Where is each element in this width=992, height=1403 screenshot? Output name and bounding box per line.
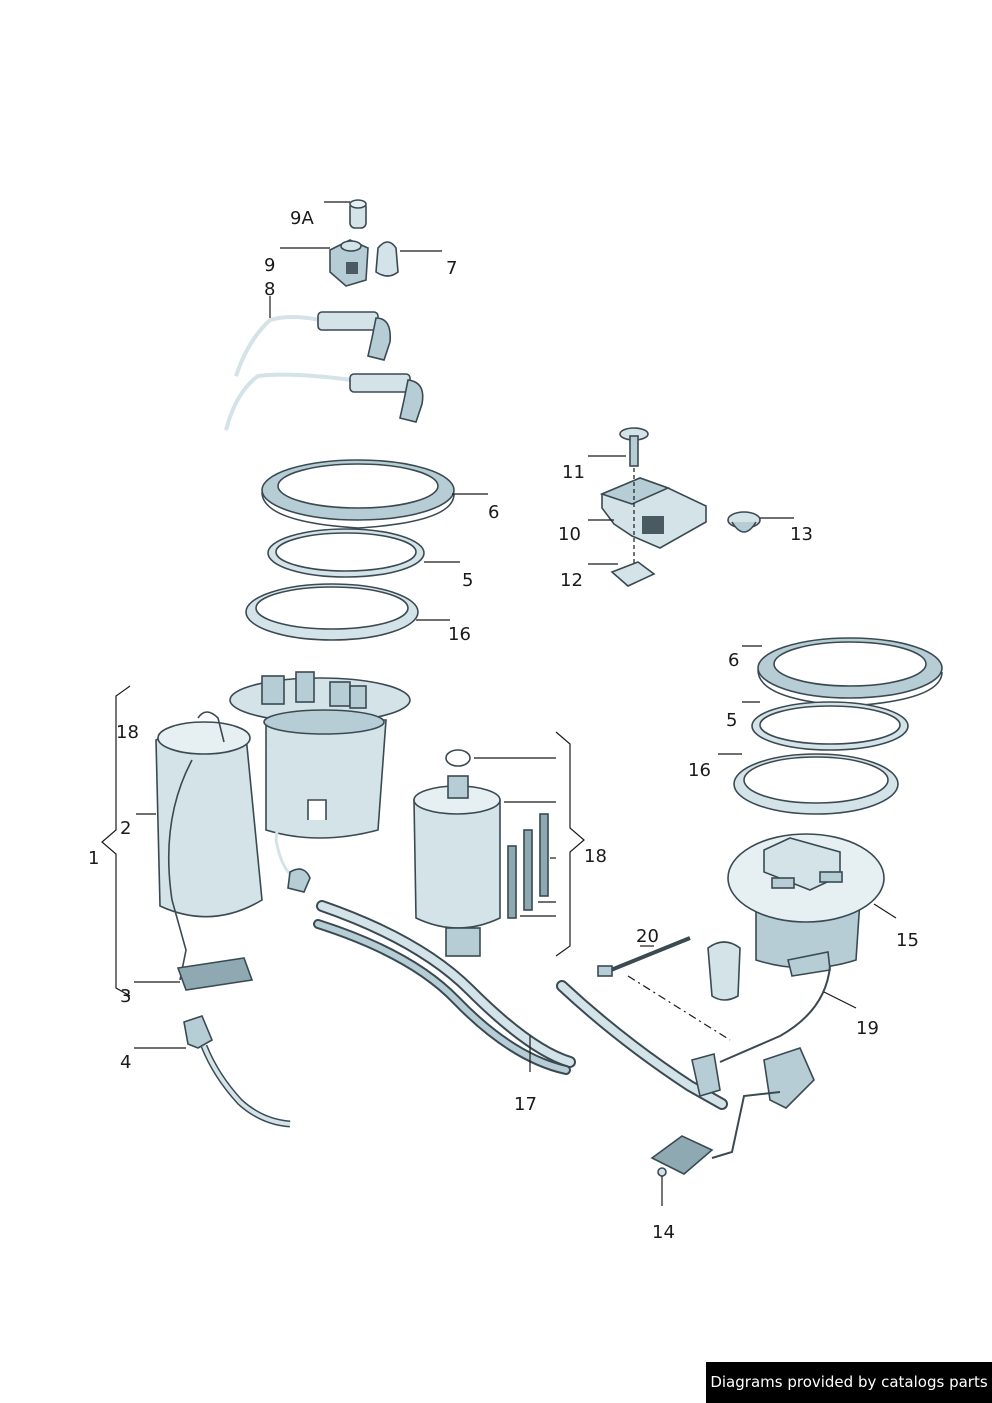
part-8-hoses [224,311,424,431]
label-20: 20 [636,926,659,947]
label-9: 9 [264,255,275,276]
label-6-right: 6 [728,650,739,671]
part-6-locking-ring-right [757,637,943,707]
part-1-fuel-pump-module [155,671,411,991]
part-6-locking-ring-left [261,459,455,529]
label-9a: 9A [290,208,314,229]
label-6-left: 6 [488,502,499,523]
part-20-cable-tie [597,936,731,1041]
label-16-right: 16 [688,760,711,781]
label-15: 15 [896,930,919,951]
leader-lines [101,201,897,1206]
part-10-control-unit [599,468,707,570]
part-19-wire [556,965,831,1110]
part-7-cap [375,241,399,277]
label-2: 2 [120,818,131,839]
part-4-harness [183,1015,291,1128]
part-9-valve [329,239,369,287]
credit-banner: Diagrams provided by catalogs parts [706,1362,992,1403]
part-16-ring-right [733,753,899,815]
part-11-bolt [619,427,649,467]
label-18-right: 18 [584,846,607,867]
label-7: 7 [446,258,457,279]
label-4: 4 [120,1052,131,1073]
part-17-fuel-lines [313,900,576,1075]
part-14-level-sender [650,1047,815,1177]
part-9a-connector [349,199,367,229]
part-16-ring-left [245,583,419,641]
part-12-clip [610,561,656,587]
label-3: 3 [120,986,131,1007]
label-13: 13 [790,524,813,545]
label-12: 12 [560,570,583,591]
part-5-seal-right [751,701,909,751]
label-10: 10 [558,524,581,545]
label-17: 17 [514,1094,537,1115]
part-13-grommet [727,511,761,533]
label-5-right: 5 [726,710,737,731]
label-8: 8 [264,279,275,300]
part-15-pump-flange [707,833,885,1001]
label-11: 11 [562,462,585,483]
label-19: 19 [856,1018,879,1039]
part-5-seal-left [267,528,425,578]
label-5-left: 5 [462,570,473,591]
part-18-filter-kit [413,749,549,957]
label-18-left: 18 [116,722,139,743]
label-14: 14 [652,1222,675,1243]
label-16-left: 16 [448,624,471,645]
label-1: 1 [88,848,99,869]
